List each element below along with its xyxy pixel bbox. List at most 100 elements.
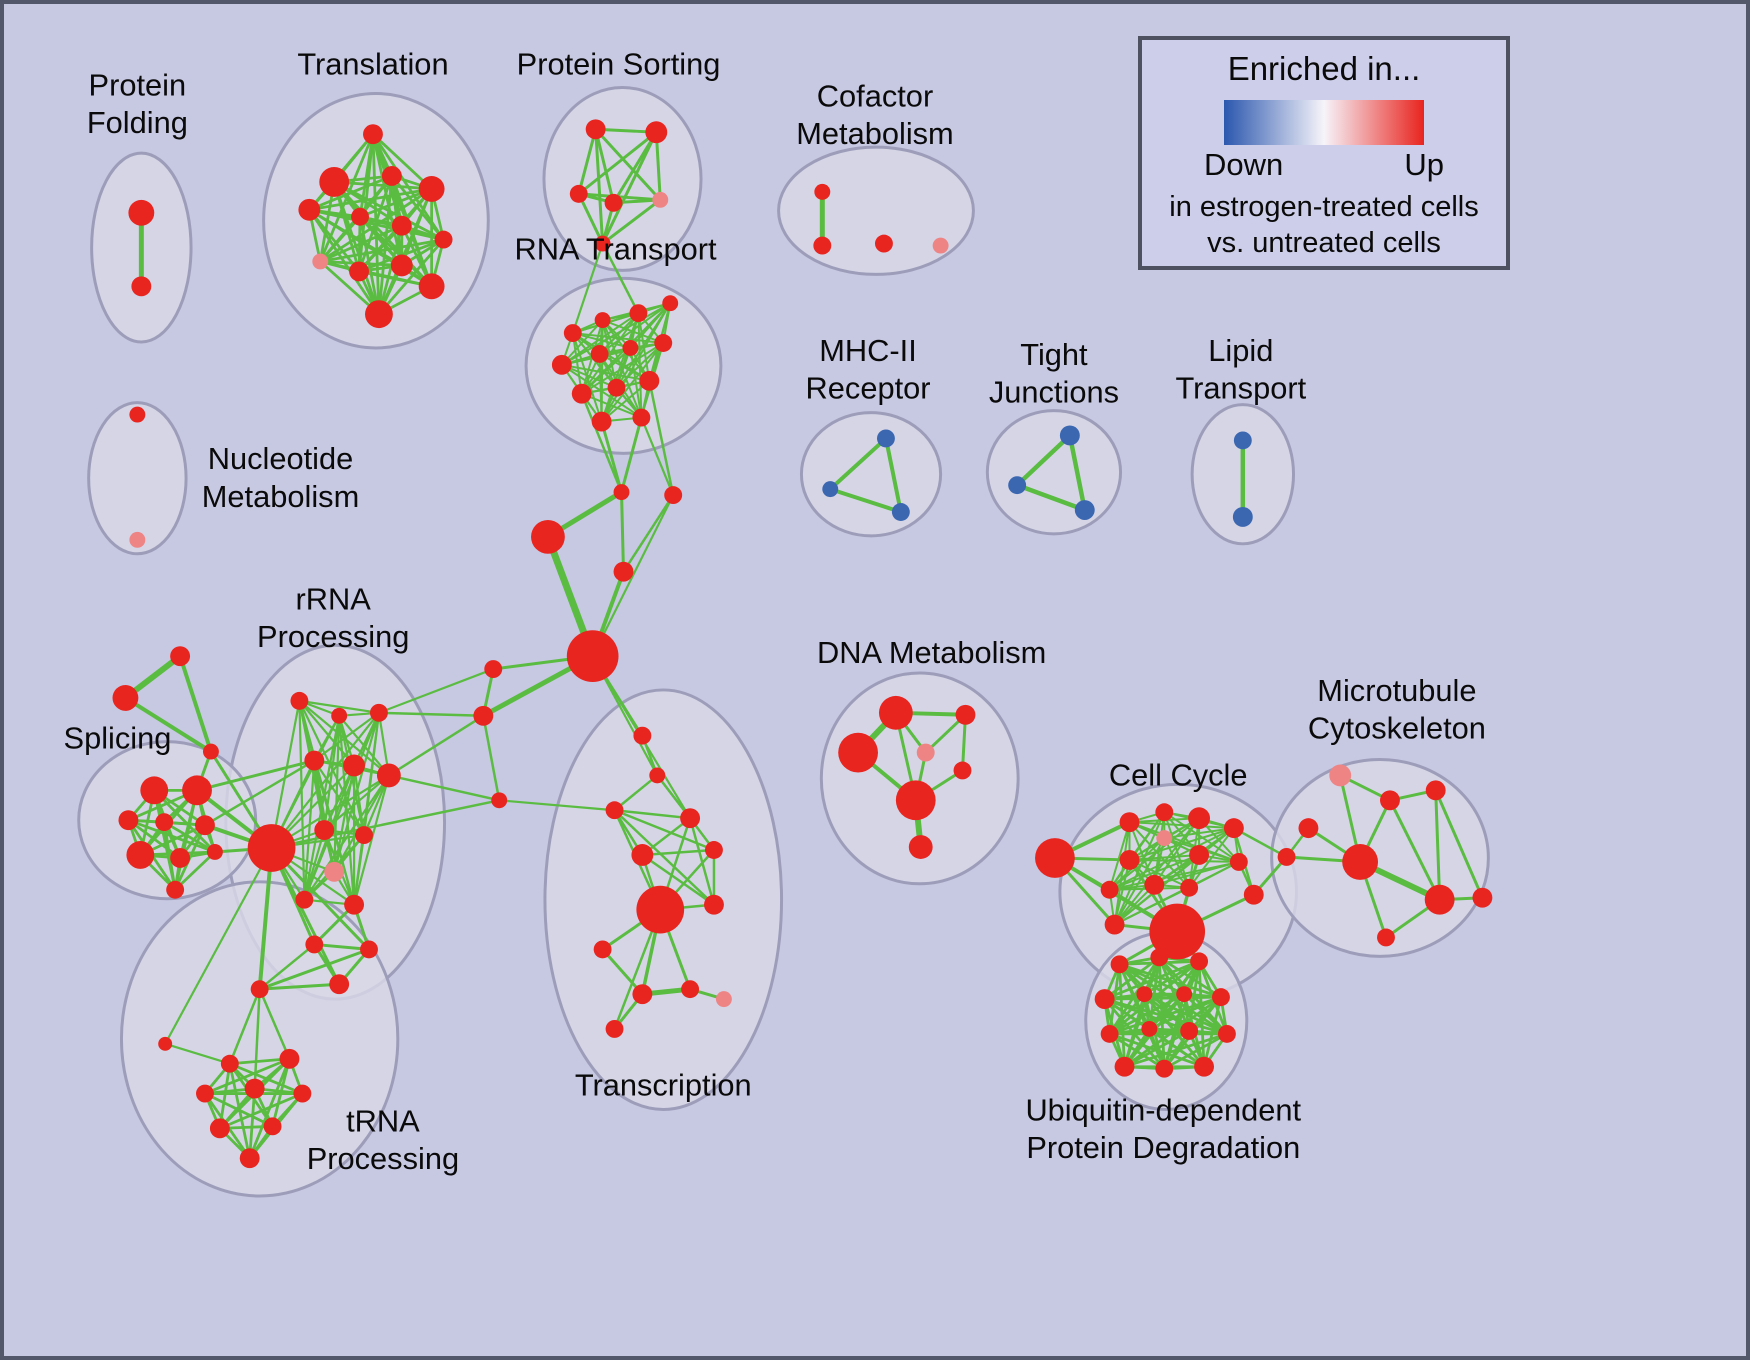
edge	[1067, 433, 1087, 513]
legend-down-label: Down	[1204, 147, 1284, 182]
edge	[352, 774, 390, 906]
cluster-nucleotide-metabolism	[87, 401, 188, 556]
node-rr3	[369, 703, 388, 722]
edge	[323, 774, 390, 832]
node-tr8	[209, 1118, 230, 1139]
edge	[298, 699, 306, 901]
edge	[178, 654, 213, 754]
node-c8	[491, 792, 508, 809]
legend-caption-line2: vs. untreated cells	[1207, 227, 1441, 259]
node-ub1	[1110, 955, 1129, 974]
node-t2	[319, 167, 350, 197]
node-tr5	[196, 1084, 214, 1103]
edge	[1197, 959, 1206, 1069]
node-rr10	[324, 861, 345, 882]
edge	[1108, 827, 1235, 891]
edge	[258, 943, 316, 991]
cluster-label-tight-junctions: Junctions	[989, 375, 1119, 410]
node-tr1	[250, 980, 269, 999]
node-tx2	[649, 767, 666, 784]
cluster-label-protein-folding: Protein	[89, 67, 187, 102]
edge	[173, 850, 217, 892]
edge	[228, 987, 261, 1065]
node-ub9	[1141, 1020, 1158, 1037]
edge	[228, 1057, 291, 1066]
node-rt2	[594, 312, 611, 329]
node-rt8	[654, 334, 673, 352]
node-rt6	[590, 344, 609, 363]
node-t7	[391, 215, 412, 236]
edge	[333, 774, 390, 873]
node-tx11	[681, 980, 700, 999]
edge	[1128, 821, 1235, 830]
node-tx12	[605, 1019, 624, 1038]
edge	[1388, 798, 1442, 902]
node-ub14	[1194, 1056, 1214, 1077]
edge	[1103, 955, 1161, 1001]
node-tx13	[715, 991, 732, 1008]
node-cc15	[1243, 884, 1264, 905]
edge	[580, 392, 623, 494]
cluster-label-protein-folding: Folding	[87, 105, 188, 140]
edge	[377, 711, 485, 718]
node-t5	[418, 175, 445, 202]
node-pf1	[128, 199, 155, 226]
legend-box: Enriched in... Down Up in estrogen-treat…	[1138, 36, 1510, 270]
node-rr12	[344, 894, 365, 915]
edge	[613, 774, 659, 812]
node-cm4	[932, 237, 949, 254]
edge	[318, 224, 404, 263]
edge	[600, 420, 623, 494]
node-t12	[418, 273, 445, 300]
legend-gradient-bar	[1224, 100, 1424, 145]
node-tx5	[631, 844, 654, 866]
cluster-tight-junctions	[985, 409, 1123, 536]
node-tri2	[112, 684, 139, 711]
node-ub3	[1190, 952, 1209, 971]
cluster-label-cofactor-metabolism: Cofactor	[817, 78, 933, 113]
node-ub5	[1136, 986, 1153, 1003]
edge	[270, 699, 301, 850]
node-lt1	[1233, 431, 1252, 450]
cluster-label-ubiquitin-degradation: Ubiquitin-dependent	[1025, 1092, 1301, 1127]
node-cc1	[1035, 838, 1075, 878]
edge	[270, 799, 501, 850]
node-rr1	[290, 691, 309, 710]
edge	[654, 130, 662, 202]
node-cc9	[1229, 852, 1248, 871]
edge	[571, 242, 604, 335]
node-t10	[349, 261, 369, 282]
node-nm2	[129, 531, 146, 548]
edge	[164, 846, 273, 1045]
edge	[1162, 1032, 1229, 1071]
node-tr3	[220, 1054, 239, 1073]
cluster-cofactor-metabolism	[777, 145, 975, 276]
node-tr4	[279, 1048, 300, 1069]
node-ps1	[585, 119, 606, 140]
node-t1	[363, 124, 383, 145]
node-sp5	[195, 815, 215, 836]
node-mc5	[1342, 844, 1379, 880]
node-cc5	[1223, 818, 1244, 839]
node-t6	[351, 207, 369, 226]
edge	[313, 759, 356, 906]
node-tx1	[633, 726, 652, 745]
cluster-label-cofactor-metabolism: Metabolism	[796, 116, 953, 151]
node-cm3	[875, 234, 893, 253]
edge	[377, 238, 445, 316]
edge	[1232, 826, 1288, 859]
node-rt3	[629, 304, 648, 323]
edge	[162, 820, 217, 854]
node-mh2	[822, 481, 839, 498]
edge	[253, 987, 261, 1090]
edge	[613, 808, 692, 820]
node-cc3	[1155, 803, 1174, 822]
edge	[622, 493, 675, 573]
node-c3	[531, 519, 565, 554]
node-sp2	[182, 775, 212, 806]
cluster-label-mhc-ii-receptor: Receptor	[806, 371, 931, 406]
edge	[312, 942, 371, 951]
edge	[1108, 853, 1201, 891]
edge	[357, 174, 394, 273]
node-tx8	[704, 894, 724, 915]
